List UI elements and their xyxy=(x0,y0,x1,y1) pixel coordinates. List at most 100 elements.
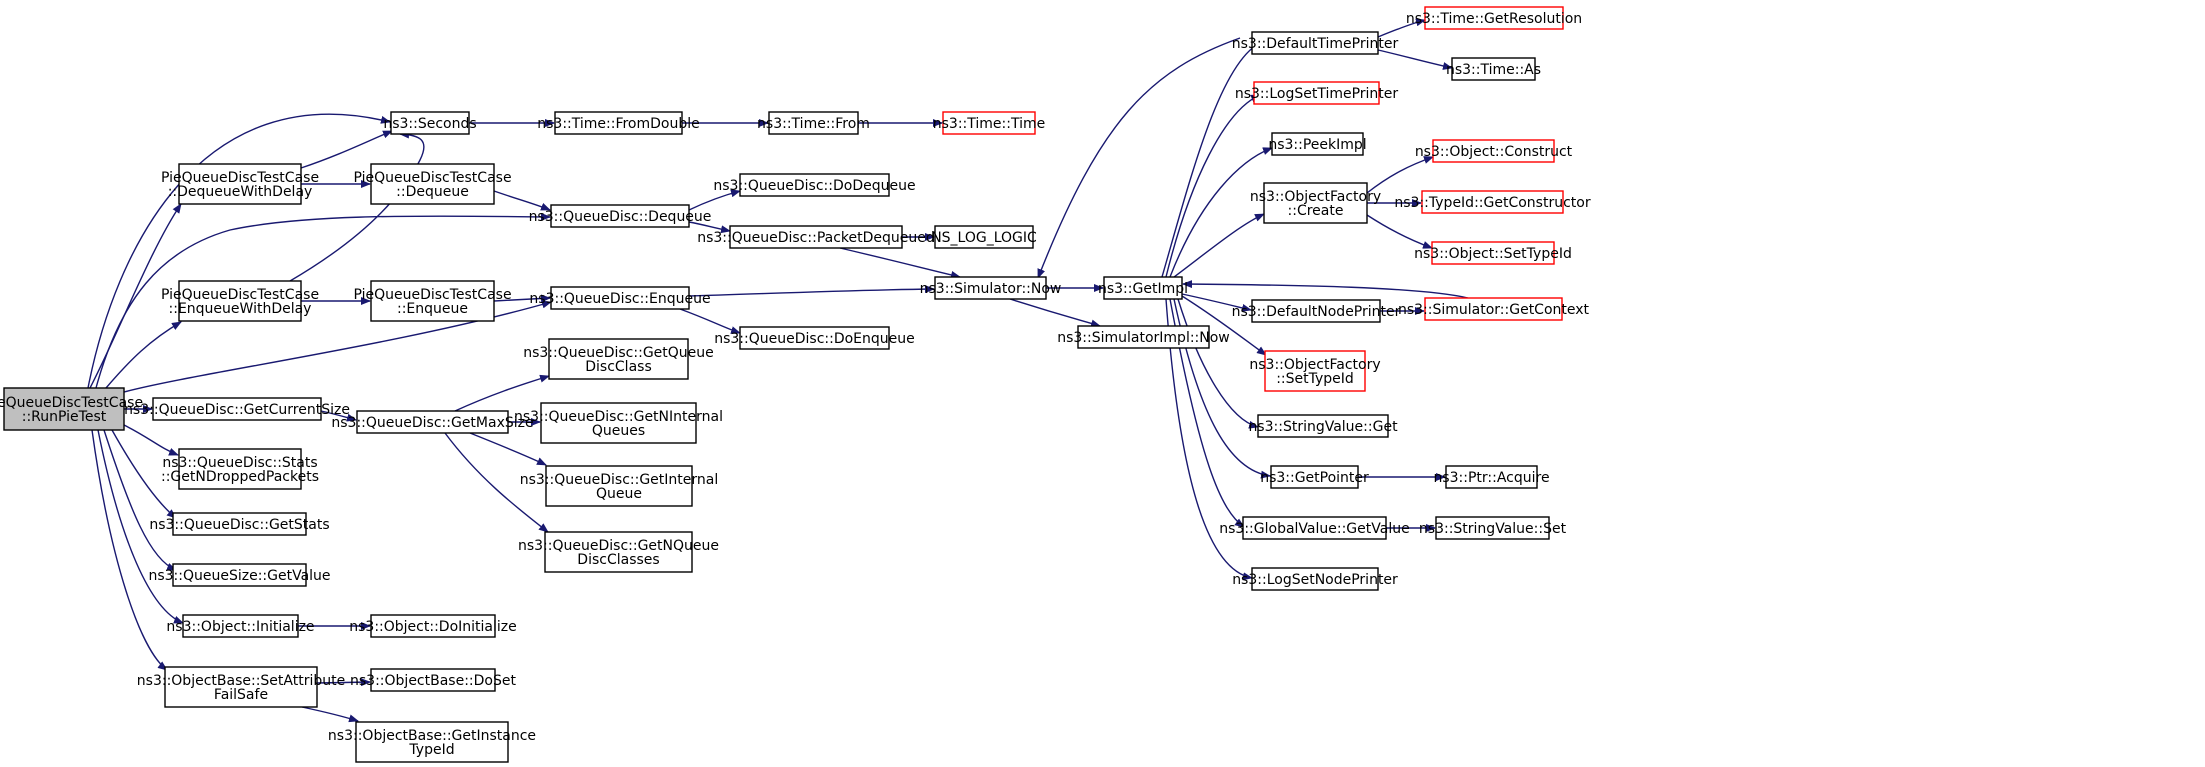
node-qsval[interactable]: ns3::QueueSize::GetValue xyxy=(148,563,331,587)
node-box xyxy=(1421,190,1564,214)
node-svset[interactable]: ns3::StringValue::Set xyxy=(1419,516,1567,540)
node-root[interactable]: PieQueueDiscTestCase::RunPieTest xyxy=(0,387,143,431)
node-box xyxy=(1103,276,1183,300)
node-label-line: ::GetNDroppedPackets xyxy=(161,469,319,485)
node-penq[interactable]: PieQueueDiscTestCase::Enqueue xyxy=(353,280,512,322)
node-ofcreate[interactable]: ns3::ObjectFactory::Create xyxy=(1250,182,1381,224)
node-stats[interactable]: ns3::QueueDisc::Stats::GetNDroppedPacket… xyxy=(161,448,319,490)
edge-maxsize-to-gnqdc xyxy=(444,432,549,533)
node-label-line: ns3::Time::As xyxy=(1446,62,1541,78)
node-box xyxy=(370,280,495,322)
edge-getimpl-to-logsettp xyxy=(1165,94,1261,278)
node-label-line: ns3::SimulatorImpl::Now xyxy=(1057,330,1230,346)
node-box xyxy=(934,276,1047,300)
node-label-line: ns3::QueueDisc::GetQueue xyxy=(523,345,714,361)
node-getptr[interactable]: ns3::GetPointer xyxy=(1260,465,1369,489)
node-label-line: ns3::Ptr::Acquire xyxy=(1433,470,1549,486)
node-qddeq[interactable]: ns3::QueueDisc::Dequeue xyxy=(529,204,712,228)
node-box xyxy=(178,448,302,490)
node-logsetnp[interactable]: ns3::LogSetNodePrinter xyxy=(1232,567,1398,591)
node-dodeq[interactable]: ns3::QueueDisc::DoDequeue xyxy=(713,173,916,197)
edge-root-to-objinit xyxy=(97,429,184,624)
edge-setattr-to-ginst xyxy=(301,706,359,723)
node-doinit[interactable]: ns3::Object::DoInitialize xyxy=(349,614,517,638)
node-label-line: PieQueueDiscTestCase xyxy=(161,170,319,186)
node-getctx[interactable]: ns3::Simulator::GetContext xyxy=(1398,297,1590,321)
node-box xyxy=(1251,31,1379,55)
node-label-line: ns3::ObjectFactory xyxy=(1250,189,1381,205)
node-logsettp[interactable]: ns3::LogSetTimePrinter xyxy=(1235,81,1399,105)
node-objconstruct[interactable]: ns3::Object::Construct xyxy=(1415,139,1573,163)
node-label-line: ::SetTypeId xyxy=(1276,371,1354,387)
node-timeas[interactable]: ns3::Time::As xyxy=(1446,57,1541,81)
node-settypeid[interactable]: ns3::Object::SetTypeId xyxy=(1414,241,1572,265)
node-fromdouble[interactable]: ns3::Time::FromDouble xyxy=(537,111,700,135)
edge-simnow-to-simimplnow xyxy=(1009,298,1101,328)
node-label-line: ns3::ObjectFactory xyxy=(1249,357,1380,373)
node-box xyxy=(1451,57,1536,81)
node-qdenq[interactable]: ns3::QueueDisc::Enqueue xyxy=(529,286,711,310)
node-label-line: ns3::QueueDisc::PacketDequeued xyxy=(697,230,935,246)
node-svget[interactable]: ns3::StringValue::Get xyxy=(1248,414,1398,438)
node-ptracq[interactable]: ns3::Ptr::Acquire xyxy=(1433,465,1550,489)
node-deftp[interactable]: ns3::DefaultTimePrinter xyxy=(1232,31,1399,55)
node-box xyxy=(550,286,690,310)
node-nslog[interactable]: NS_LOG_LOGIC xyxy=(931,225,1037,249)
node-getctor[interactable]: ns3::TypeId::GetConstructor xyxy=(1394,190,1591,214)
node-deqdelay[interactable]: PieQueueDiscTestCase::DequeueWithDelay xyxy=(161,163,319,205)
node-label-line: ns3::DefaultTimePrinter xyxy=(1232,36,1399,52)
node-box xyxy=(1424,6,1564,30)
node-pdeq[interactable]: PieQueueDiscTestCase::Dequeue xyxy=(353,163,512,205)
node-enqdelay[interactable]: PieQueueDiscTestCase::EnqueueWithDelay xyxy=(161,280,319,322)
node-maxsize[interactable]: ns3::QueueDisc::GetMaxSize xyxy=(331,410,534,434)
edge-qdenq-to-doenq xyxy=(679,308,741,334)
node-label-line: ns3::Object::SetTypeId xyxy=(1414,246,1572,262)
node-label-line: ns3::Time::GetResolution xyxy=(1406,11,1582,27)
node-doenq[interactable]: ns3::QueueDisc::DoEnqueue xyxy=(714,326,915,350)
node-curr[interactable]: ns3::QueueDisc::GetCurrentSize xyxy=(124,397,350,421)
edge-getimpl-to-deftp xyxy=(1161,41,1263,278)
node-box xyxy=(1257,414,1389,438)
edge-simnow-to-deftp xyxy=(1037,37,1241,279)
node-label-line: ::Enqueue xyxy=(397,301,468,317)
node-label-line: ns3::GetImpl xyxy=(1098,281,1188,297)
node-box xyxy=(554,111,683,135)
node-defnp[interactable]: ns3::DefaultNodePrinter xyxy=(1232,299,1401,323)
node-objinit[interactable]: ns3::Object::Initialize xyxy=(166,614,315,638)
node-label-line: PieQueueDiscTestCase xyxy=(0,395,143,411)
edge-root-to-stats xyxy=(123,424,179,456)
edge-pktdeq-to-simnow xyxy=(839,247,961,279)
edge-deqdelay-to-seconds xyxy=(300,130,393,169)
node-label-line: ns3::QueueDisc::GetNQueue xyxy=(518,538,719,554)
node-getimpl[interactable]: ns3::GetImpl xyxy=(1098,276,1188,300)
node-box xyxy=(1264,350,1366,392)
node-label-line: PieQueueDiscTestCase xyxy=(353,287,511,303)
node-getstats[interactable]: ns3::QueueDisc::GetStats xyxy=(149,512,330,536)
node-box xyxy=(355,721,509,763)
node-box xyxy=(1251,299,1381,323)
node-peekimpl[interactable]: ns3::PeekImpl xyxy=(1268,132,1367,156)
node-box xyxy=(370,163,495,205)
edge-penq-to-qdenq xyxy=(493,294,551,303)
node-label-line: ns3::LogSetNodePrinter xyxy=(1232,572,1398,588)
node-from[interactable]: ns3::Time::From xyxy=(757,111,870,135)
node-ofsettid[interactable]: ns3::ObjectFactory::SetTypeId xyxy=(1249,350,1381,392)
node-seconds[interactable]: ns3::Seconds xyxy=(383,111,477,135)
node-simimplnow[interactable]: ns3::SimulatorImpl::Now xyxy=(1057,325,1230,349)
node-doset[interactable]: ns3::ObjectBase::DoSet xyxy=(350,668,516,692)
node-label-line: ns3::Seconds xyxy=(383,116,476,132)
node-box xyxy=(1435,516,1550,540)
node-getres[interactable]: ns3::Time::GetResolution xyxy=(1406,6,1582,30)
node-label-line: DiscClass xyxy=(585,359,652,375)
node-time[interactable]: ns3::Time::Time xyxy=(933,111,1045,135)
node-pktdeq[interactable]: ns3::QueueDisc::PacketDequeued xyxy=(697,225,935,249)
node-gvget[interactable]: ns3::GlobalValue::GetValue xyxy=(1219,516,1410,540)
node-simnow[interactable]: ns3::Simulator::Now xyxy=(920,276,1062,300)
node-label-line: ns3::Time::FromDouble xyxy=(537,116,700,132)
